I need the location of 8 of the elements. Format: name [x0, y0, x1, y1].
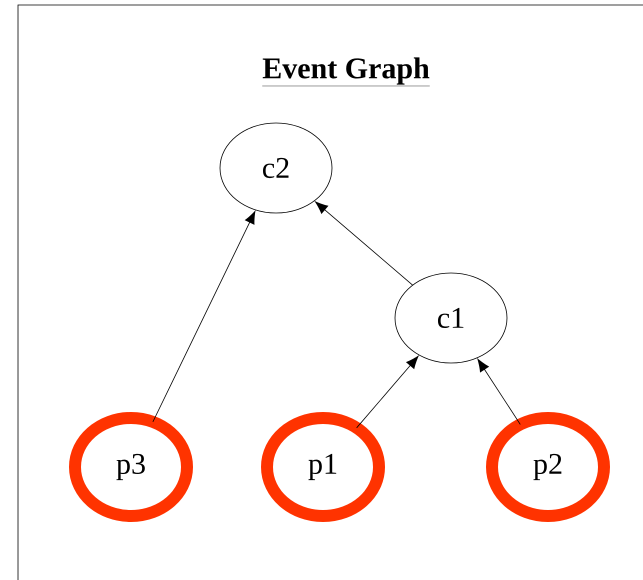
arrow — [152, 210, 256, 422]
arrow — [315, 201, 414, 286]
arrow — [477, 358, 521, 425]
arrow — [356, 356, 419, 428]
title: Event Graph — [262, 57, 430, 86]
event-ring: p3 — [69, 412, 193, 522]
event-ring: p1 — [261, 412, 385, 522]
event-ring: p2 — [486, 412, 610, 522]
